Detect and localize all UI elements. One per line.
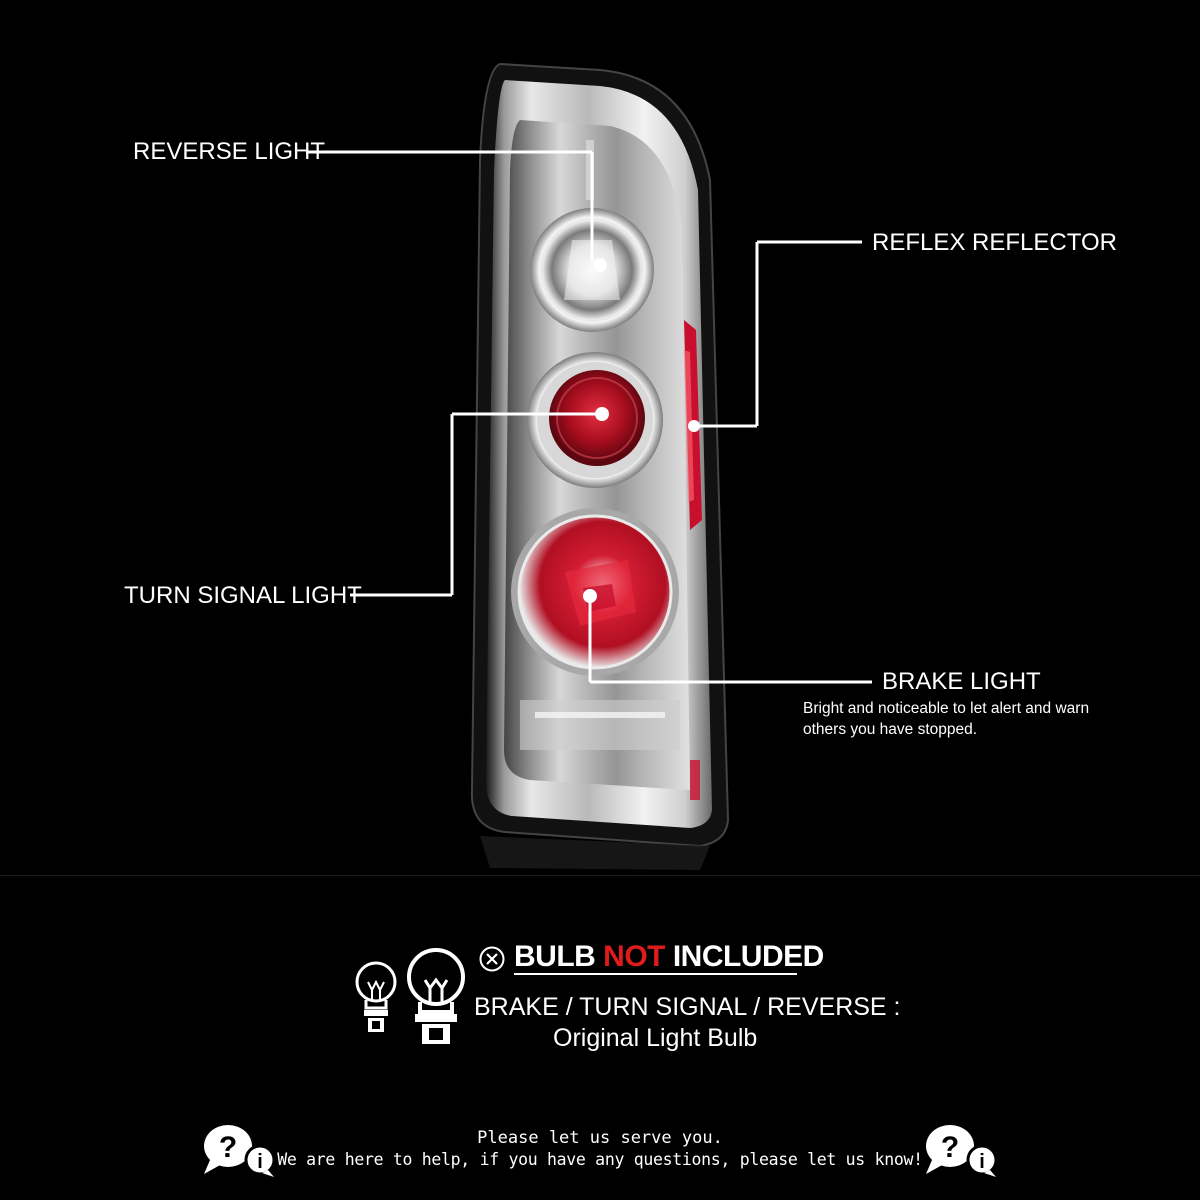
svg-text:?: ? [219, 1131, 237, 1164]
product-showcase: REVERSE LIGHT REFLEX REFLECTOR TURN SIGN… [124, 62, 1117, 870]
turn-signal-light-label: TURN SIGNAL LIGHT [124, 582, 362, 609]
bulb-types-text: BRAKE / TURN SIGNAL / REVERSE : [474, 993, 901, 1021]
bulb-heading-prefix: BULB [514, 940, 604, 973]
reverse-light-label: REVERSE LIGHT [133, 138, 326, 165]
reflex-reflector-label: REFLEX REFLECTOR [872, 229, 1117, 256]
svg-text:i: i [979, 1151, 985, 1173]
section-divider [0, 875, 1200, 876]
brake-light-label: BRAKE LIGHT [882, 668, 1041, 695]
bulb-heading-emphasis: NOT [603, 940, 665, 973]
tail-light-image [470, 62, 730, 870]
question-info-bubble-icon: ? i [204, 1125, 276, 1177]
heading-underline [514, 973, 797, 975]
question-info-bubble-icon: ? i [926, 1125, 998, 1177]
original-bulb-text: Original Light Bulb [553, 1024, 758, 1052]
svg-text:i: i [257, 1151, 263, 1173]
small-bulb-icon [355, 961, 397, 1032]
bulb-heading-suffix: INCLUDED [664, 940, 825, 973]
help-title: Please let us serve you. [477, 1128, 723, 1148]
brake-light-description: Bright and noticeable to let alert and w… [803, 700, 1090, 738]
large-bulb-icon [407, 948, 465, 1044]
svg-text:?: ? [941, 1131, 959, 1164]
help-message: We are here to help, if you have any que… [277, 1150, 923, 1169]
bulb-not-included-heading: BULB NOT INCLUDED [514, 940, 824, 974]
circle-x-icon [479, 946, 505, 972]
